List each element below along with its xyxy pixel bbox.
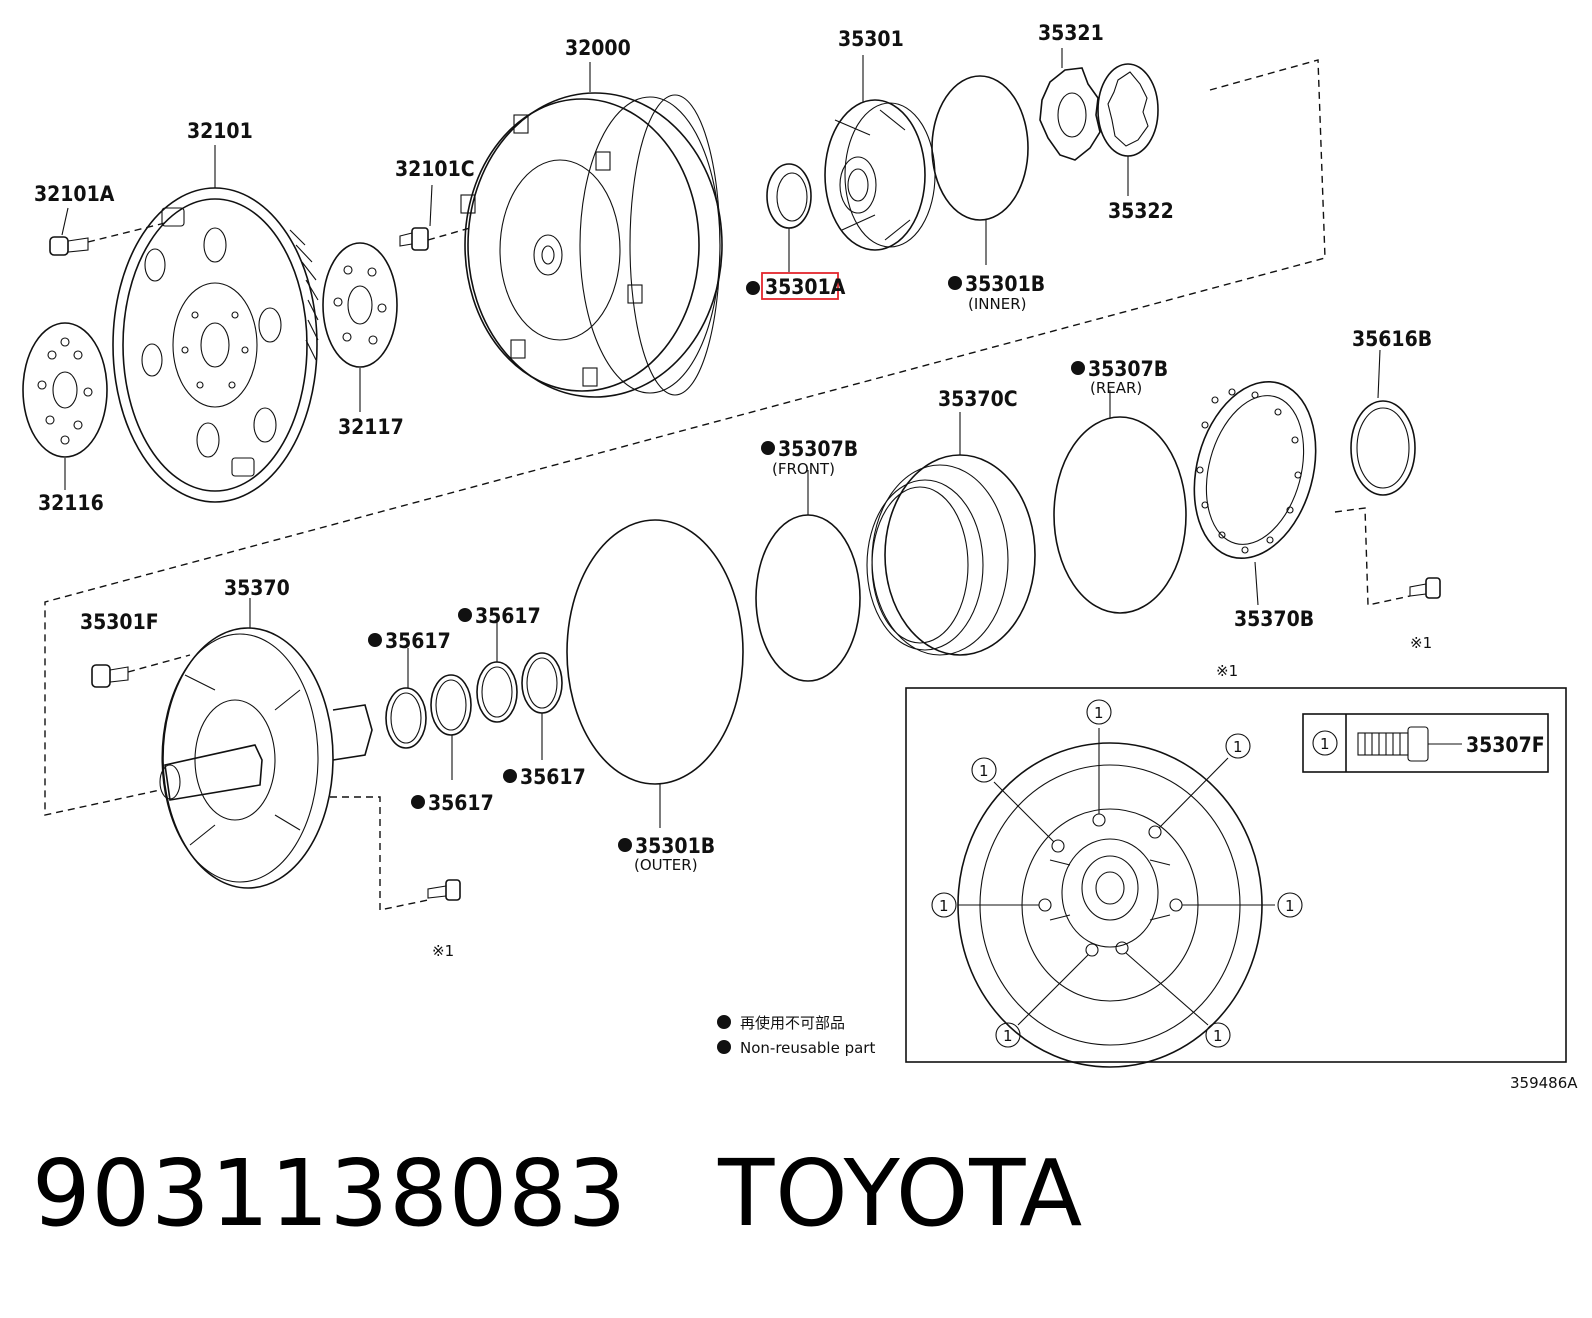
callout-1-top-left: 1 <box>979 762 989 780</box>
part-32116-plate <box>22 322 108 458</box>
bolt-ref-right <box>1409 577 1441 599</box>
label-35370: 35370 <box>224 576 290 600</box>
callout-1-bottom-left: 1 <box>1003 1027 1013 1045</box>
label-35617-d: 35617 <box>428 791 494 815</box>
part-number: 9031138083 <box>32 1140 628 1247</box>
part-35301-pump-body <box>824 99 936 251</box>
label-35301B-outer: 35301B <box>635 834 715 858</box>
label-35301B-inner: 35301B <box>965 272 1045 296</box>
label-32116: 32116 <box>38 491 104 515</box>
brand-name: TOYOTA <box>718 1140 1084 1247</box>
label-32117: 32117 <box>338 415 404 439</box>
non-reusable-mark-35301A <box>746 281 760 295</box>
non-reusable-mark-35301B-outer <box>618 838 632 852</box>
label-35301A: 35301A <box>765 275 846 299</box>
bolt-legend-box <box>1302 713 1549 773</box>
ref-mark-right: ※1 <box>1410 634 1432 652</box>
legend-dot-en <box>717 1040 731 1054</box>
label-32000: 32000 <box>565 36 631 60</box>
part-35301B-inner-o-ring <box>931 75 1029 221</box>
label-35617-b: 35617 <box>475 604 541 628</box>
bolt-ref-lower-left <box>427 879 461 901</box>
non-reusable-mark-35617-a <box>368 633 382 647</box>
legend: 再使用不可部品 Non-reusable part <box>717 1014 875 1057</box>
non-reusable-mark-35307B-rear <box>1071 361 1085 375</box>
label-35307F: 35307F <box>1466 733 1545 757</box>
legend-text-en: Non-reusable part <box>740 1039 875 1057</box>
leader-32101C <box>427 227 471 241</box>
highlight-box-35301A <box>761 272 839 300</box>
label-35370B: 35370B <box>1234 607 1314 631</box>
group-outline-upper <box>44 59 1326 816</box>
non-reusable-mark-35617-b <box>458 608 472 622</box>
exploded-parts-diagram: 32000 32101 32101A 32101C 32116 32117 35… <box>22 21 1578 1090</box>
callout-1-bottom-right: 1 <box>1213 1027 1223 1045</box>
legend-text-jp: 再使用不可部品 <box>740 1014 845 1032</box>
ref-mark-inset: ※1 <box>1216 662 1238 680</box>
label-32101A: 32101A <box>34 182 115 206</box>
callout-1-right: 1 <box>1285 897 1295 915</box>
label-35616B: 35616B <box>1352 327 1432 351</box>
bolt-legend-callout: 1 <box>1320 735 1330 753</box>
label-32101C: 32101C <box>395 157 475 181</box>
part-35616B-plate <box>1350 400 1416 496</box>
label-inner: (INNER) <box>968 295 1026 313</box>
inset-detail-box: 1 1 1 1 1 1 1 1 35307F <box>905 687 1567 1068</box>
part-35322-driven-gear <box>1097 63 1159 157</box>
label-outer: (OUTER) <box>634 856 698 874</box>
label-35307B-front: 35307B <box>778 437 858 461</box>
part-35321-drive-gear <box>1039 67 1101 161</box>
label-35617-c: 35617 <box>520 765 586 789</box>
label-35301F: 35301F <box>80 610 159 634</box>
label-front: (FRONT) <box>772 460 835 478</box>
non-reusable-mark-35301B-inner <box>948 276 962 290</box>
part-32101-flywheel <box>112 187 319 503</box>
part-35307B-rear-o-ring <box>1053 416 1187 614</box>
part-caption: 9031138083 TOYOTA <box>32 1140 1083 1247</box>
label-32101: 32101 <box>187 119 253 143</box>
group-outline-lower <box>330 796 429 911</box>
part-35370C-stator-housing <box>866 454 1036 656</box>
non-reusable-mark-35617-d <box>411 795 425 809</box>
ref-mark-lower: ※1 <box>432 942 454 960</box>
bolt-32101C <box>399 227 429 251</box>
part-35617-seal-rings <box>385 652 563 749</box>
part-32117-plate <box>322 242 398 368</box>
bolt-35301F <box>91 664 129 688</box>
label-35307B-rear: 35307B <box>1088 357 1168 381</box>
part-32000-torque-converter <box>460 92 723 398</box>
legend-dot-jp <box>717 1015 731 1029</box>
callout-1-top: 1 <box>1094 704 1104 722</box>
part-35301B-outer-o-ring <box>566 519 744 785</box>
bolt-32101A <box>49 236 89 256</box>
leader-35301F <box>127 654 191 673</box>
label-35617-a: 35617 <box>385 629 451 653</box>
diagram-id: 359486A <box>1510 1074 1578 1090</box>
leader-lines <box>61 48 1381 828</box>
part-35370B-stator-plate <box>1193 380 1317 560</box>
group-outline-right <box>1334 507 1411 606</box>
part-35370-pump-assembly <box>159 627 373 889</box>
part-35301A-oil-seal <box>766 163 812 229</box>
label-35370C: 35370C <box>938 387 1018 411</box>
callout-1-top-right: 1 <box>1233 738 1243 756</box>
part-35307B-front-o-ring <box>755 514 861 682</box>
label-35322: 35322 <box>1108 199 1174 223</box>
non-reusable-mark-35617-c <box>503 769 517 783</box>
label-rear: (REAR) <box>1090 379 1142 397</box>
callout-1-left: 1 <box>939 897 949 915</box>
label-35301: 35301 <box>838 27 904 51</box>
non-reusable-mark-35307B-front <box>761 441 775 455</box>
label-35321: 35321 <box>1038 21 1104 45</box>
leader-32101A <box>87 222 166 243</box>
